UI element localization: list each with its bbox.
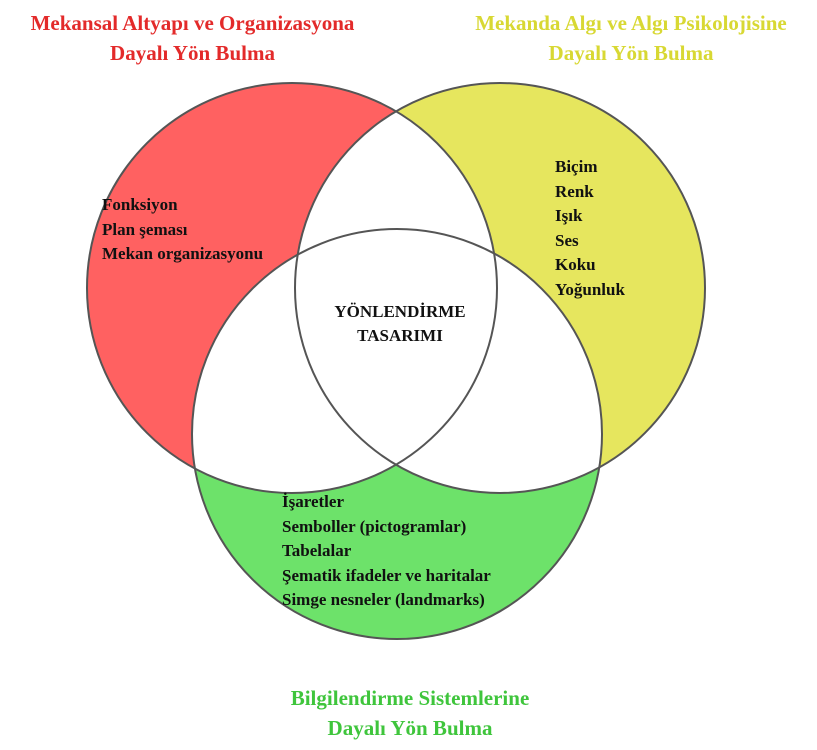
item-yellow: Biçim	[555, 157, 598, 176]
title-red: Mekansal Altyapı ve Organizasyona Dayalı…	[0, 8, 385, 68]
item-red: Mekan organizasyonu	[102, 244, 264, 263]
circle-red-outline	[86, 82, 498, 494]
title-red-line-1: Mekansal Altyapı ve Organizasyona	[30, 11, 355, 35]
center-label-line-2: TASARIMI	[357, 326, 443, 345]
items-green: İşaretler Semboller (pictogramlar) Tabel…	[282, 490, 491, 613]
item-green: Simge nesneler (landmarks)	[282, 590, 485, 609]
item-red: Plan şeması	[102, 219, 188, 239]
circle-green-outline	[191, 228, 603, 640]
center-label: YÖNLENDİRME TASARIMI	[300, 300, 500, 348]
item-yellow: Işık	[555, 206, 583, 225]
overlap-yellow-green	[295, 229, 602, 493]
title-green: Bilgilendirme Sistemlerine Dayalı Yön Bu…	[215, 683, 605, 743]
item-green: Semboller (pictogramlar)	[282, 516, 467, 536]
circle-yellow-outline	[294, 82, 706, 494]
items-yellow: Biçim Renk Işık Ses Koku Yoğunluk	[555, 155, 625, 302]
title-yellow: Mekanda Algı ve Algı Psikolojisine Dayal…	[445, 8, 817, 68]
item-yellow: Koku	[555, 255, 596, 274]
item-yellow: Yoğunluk	[555, 279, 625, 299]
item-green: Şematik ifadeler ve haritalar	[282, 565, 491, 585]
item-green: Tabelalar	[282, 541, 352, 560]
title-green-line-1: Bilgilendirme Sistemlerine	[290, 686, 530, 710]
item-yellow: Renk	[555, 181, 594, 201]
item-green: İşaretler	[282, 492, 344, 511]
items-red: Fonksiyon Plan şeması Mekan organizasyon…	[102, 193, 263, 267]
title-yellow-line-1: Mekanda Algı ve Algı Psikolojisine	[475, 11, 787, 35]
title-green-line-2: Dayalı Yön Bulma	[327, 716, 493, 740]
item-red: Fonksiyon	[102, 195, 178, 214]
title-yellow-line-2: Dayalı Yön Bulma	[548, 41, 714, 65]
title-red-line-2: Dayalı Yön Bulma	[110, 41, 275, 65]
center-label-line-1: YÖNLENDİRME	[334, 302, 466, 321]
item-yellow: Ses	[555, 230, 579, 250]
